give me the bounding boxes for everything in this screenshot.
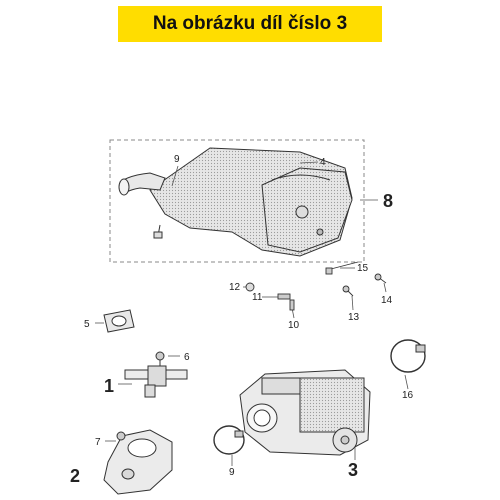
small-hardware [245,261,387,311]
gasket-icon [103,309,135,333]
hose-clamp-9-icon [213,425,245,455]
screw-11-icon [277,293,291,300]
screw-6-icon [155,351,165,361]
assembly-8-dashed-box [109,139,365,263]
intake-manifold-icon [103,429,173,495]
callout-10: 10 [288,320,300,331]
leader-lines [95,161,409,466]
callout-9-top: 9 [174,154,180,165]
callout-1: 1 [104,376,114,396]
grommet-12-icon [245,282,255,292]
fitting-icon [124,351,188,398]
callout-15: 15 [357,263,369,274]
callout-6: 6 [184,352,190,363]
callout-12: 12 [229,282,241,293]
title-text: Na obrázku díl číslo 3 [152,13,348,34]
title-banner: Na obrázku díl číslo 3 [118,6,382,42]
callout-13: 13 [348,312,360,323]
callout-8: 8 [383,191,393,211]
air-filter-housing-icon [118,147,353,257]
callout-4: 4 [320,157,326,168]
callout-16: 16 [402,390,414,401]
throttle-body-icon [239,369,371,456]
callout-7: 7 [95,437,101,448]
bolt-7-icon [116,431,126,441]
callout-11: 11 [252,292,263,303]
hose-clamp-16-icon [390,339,426,373]
hose-clamp-icon [213,339,426,455]
callout-2: 2 [70,466,80,486]
callout-3: 3 [348,460,358,480]
callout-5: 5 [84,319,90,330]
screw-10-icon [289,299,295,311]
callout-9-bottom: 9 [229,467,235,478]
callout-14: 14 [381,295,393,306]
